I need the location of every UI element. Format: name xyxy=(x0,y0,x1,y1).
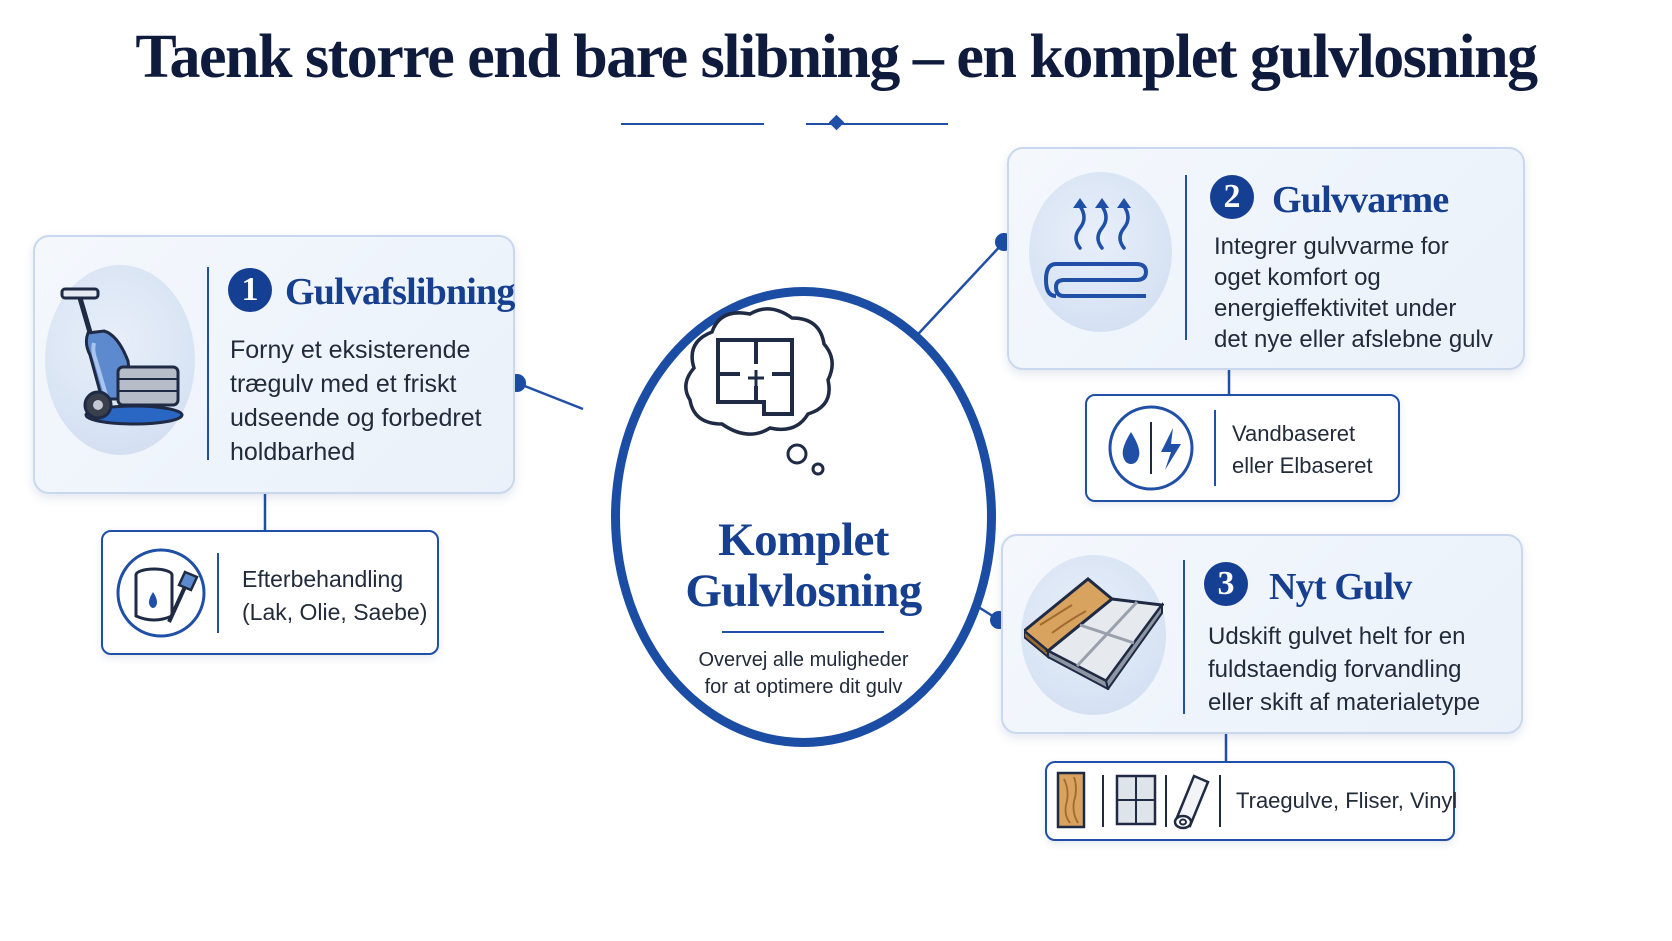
center-rule xyxy=(722,631,884,633)
paint-can-brush-icon xyxy=(116,548,206,638)
water-drop-icon xyxy=(1122,432,1140,464)
title-rule-left xyxy=(621,123,764,125)
card-1-separator xyxy=(207,267,209,460)
sub-3-sep-a xyxy=(1102,775,1104,827)
center-subtitle: Overvej alle muligheder for at optimere … xyxy=(698,649,909,698)
tile-icon xyxy=(1115,774,1157,826)
floor-sander-icon xyxy=(60,287,184,426)
vinyl-roll-icon xyxy=(1173,774,1210,830)
option-title-1: Gulvafslibning xyxy=(285,271,515,313)
sub-text-1: Efterbehandling (Lak, Olie, Saebe) xyxy=(242,566,428,625)
option-number-1: 1 xyxy=(228,268,272,312)
sub-card-3 xyxy=(1045,761,1455,841)
title-rule-right xyxy=(806,123,948,125)
sub-3-sep-b xyxy=(1165,775,1167,827)
option-number-2: 2 xyxy=(1210,175,1254,219)
connector-1 xyxy=(516,381,584,411)
option-text-3: Udskift gulvet helt for en fuldstaendig … xyxy=(1208,623,1481,716)
floorplan-thought-icon xyxy=(684,307,834,476)
sub-1-separator xyxy=(217,553,219,633)
sub-text-2: Vandbaseret eller Elbaseret xyxy=(1232,421,1373,478)
option-text-1: Forny et eksisterende trægulv med et fri… xyxy=(230,336,482,466)
option-title-2: Gulvvarme xyxy=(1272,179,1449,221)
wood-plank-icon xyxy=(1056,771,1086,829)
sub-3-sep-c xyxy=(1219,775,1221,827)
water-electric-icon xyxy=(1108,405,1194,491)
card-2-separator xyxy=(1185,175,1187,340)
sub-text-3: Traegulve, Fliser, Vinyl xyxy=(1236,788,1458,813)
floor-heating-icon xyxy=(1043,198,1149,298)
lightning-icon xyxy=(1161,428,1181,470)
option-text-2: Integrer gulvvarme for oget komfort og e… xyxy=(1214,233,1493,353)
option-title-3: Nyt Gulv xyxy=(1269,566,1412,608)
sub-2-separator xyxy=(1214,410,1216,486)
connector-2 xyxy=(906,241,1005,347)
option-number-3: 3 xyxy=(1204,562,1248,606)
center-title: Komplet Gulvlosning xyxy=(685,514,922,617)
icon-circle-2 xyxy=(1029,172,1172,332)
card-3-separator xyxy=(1183,560,1185,714)
page-title: Taenk storre end bare slibning – en komp… xyxy=(135,23,1538,91)
wood-tile-floor-icon xyxy=(1024,577,1164,690)
